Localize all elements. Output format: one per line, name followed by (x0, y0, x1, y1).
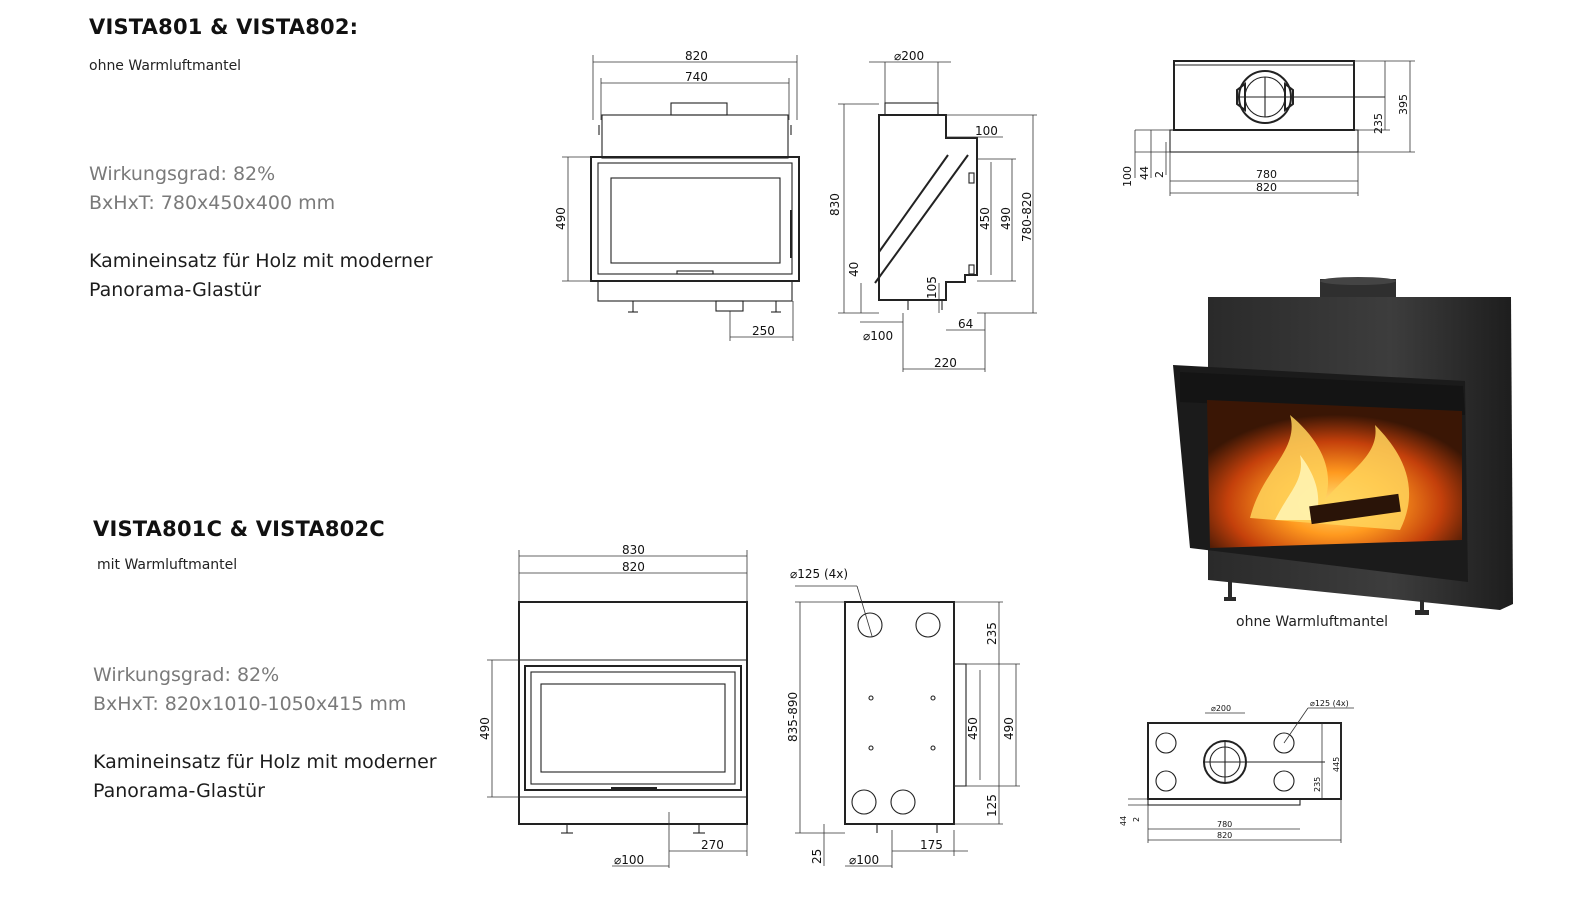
bottom-dimensions: BxHxT: 820x1010-1050x415 mm (93, 693, 407, 715)
dim-bottom-plan-d: 2 (1132, 817, 1141, 822)
dim-bottom-plan-a: 445 (1332, 757, 1341, 772)
dim-bottom-side-total-height: 835-890 (786, 692, 800, 742)
dim-top-plan-c: 2 (1153, 171, 1166, 178)
dim-top-plan-d1: 235 (1372, 113, 1385, 134)
bottom-efficiency: Wirkungsgrad: 82% (93, 664, 280, 686)
dim-top-side-c: 105 (925, 276, 939, 299)
dim-bottom-side-body-height: 490 (1002, 717, 1016, 740)
top-title: VISTA801 & VISTA802: (89, 15, 359, 39)
dim-top-front-height: 490 (554, 207, 568, 230)
dim-top-plan-w2: 820 (1256, 181, 1277, 194)
dim-bottom-side-air: ⌀100 (849, 853, 879, 867)
top-side-drawing (838, 61, 1037, 372)
dim-top-front-width-inner: 740 (685, 70, 708, 84)
dim-top-side-height-range: 780-820 (1020, 192, 1034, 242)
dim-bottom-plan-c: 44 (1119, 816, 1128, 826)
dim-top-side-body-height: 490 (999, 207, 1013, 230)
dim-bottom-side-vent: ⌀125 (4x) (790, 567, 848, 581)
dim-bottom-front-width-outer: 830 (622, 543, 645, 557)
dim-top-side-air: ⌀100 (863, 329, 893, 343)
bottom-plan-drawing (1128, 707, 1354, 843)
dim-top-side-a: 100 (975, 124, 998, 138)
dim-bottom-front-offset: 270 (701, 838, 724, 852)
dim-top-side-e: 64 (958, 317, 973, 331)
top-dimensions: BxHxT: 780x450x400 mm (89, 192, 336, 214)
bottom-subtitle: mit Warmluftmantel (97, 557, 238, 573)
dim-bottom-plan-w2: 820 (1217, 831, 1232, 840)
bottom-front-drawing (487, 550, 748, 868)
top-front-drawing (562, 55, 800, 341)
bottom-description-line1: Kamineinsatz für Holz mit moderner (93, 751, 437, 773)
top-efficiency: Wirkungsgrad: 82% (89, 163, 276, 185)
dim-top-side-total-height: 830 (828, 193, 842, 216)
dim-top-side-glass-height: 450 (978, 207, 992, 230)
dim-top-plan-w1: 780 (1256, 168, 1277, 181)
dim-bottom-side-e: 175 (920, 838, 943, 852)
bottom-description-line2: Panorama-Glastür (93, 780, 265, 802)
top-plan-drawing (1134, 60, 1415, 196)
top-subtitle: ohne Warmluftmantel (89, 58, 242, 74)
bottom-title: VISTA801C & VISTA802C (93, 517, 385, 541)
photo-caption: ohne Warmluftmantel (1236, 614, 1389, 630)
dim-bottom-side-c: 25 (810, 849, 824, 864)
dim-bottom-side-a: 235 (985, 622, 999, 645)
dim-top-side-flue: ⌀200 (894, 49, 924, 63)
dim-bottom-plan-b: 235 (1313, 777, 1322, 792)
dim-bottom-plan-vent: ⌀125 (4x) (1310, 699, 1349, 708)
dim-bottom-plan-flue: ⌀200 (1211, 704, 1231, 713)
dim-top-plan-a: 100 (1121, 166, 1134, 187)
dim-bottom-front-height: 490 (478, 717, 492, 740)
dim-top-side-f: 220 (934, 356, 957, 370)
dim-top-plan-d2: 395 (1397, 94, 1410, 115)
top-description-line2: Panorama-Glastür (89, 279, 261, 301)
dim-top-side-b: 40 (847, 262, 861, 277)
dim-top-plan-b: 44 (1138, 166, 1151, 180)
top-description-line1: Kamineinsatz für Holz mit moderner (89, 250, 433, 272)
dim-top-front-offset: 250 (752, 324, 775, 338)
fireplace-photo (1173, 277, 1513, 615)
dim-top-front-width-outer: 820 (685, 49, 708, 63)
dim-bottom-side-glass-height: 450 (966, 717, 980, 740)
dim-bottom-side-b: 125 (985, 794, 999, 817)
bottom-side-drawing (795, 585, 1020, 868)
dim-bottom-front-width-inner: 820 (622, 560, 645, 574)
dim-bottom-front-air: ⌀100 (614, 853, 644, 867)
dim-bottom-plan-w1: 780 (1217, 820, 1232, 829)
